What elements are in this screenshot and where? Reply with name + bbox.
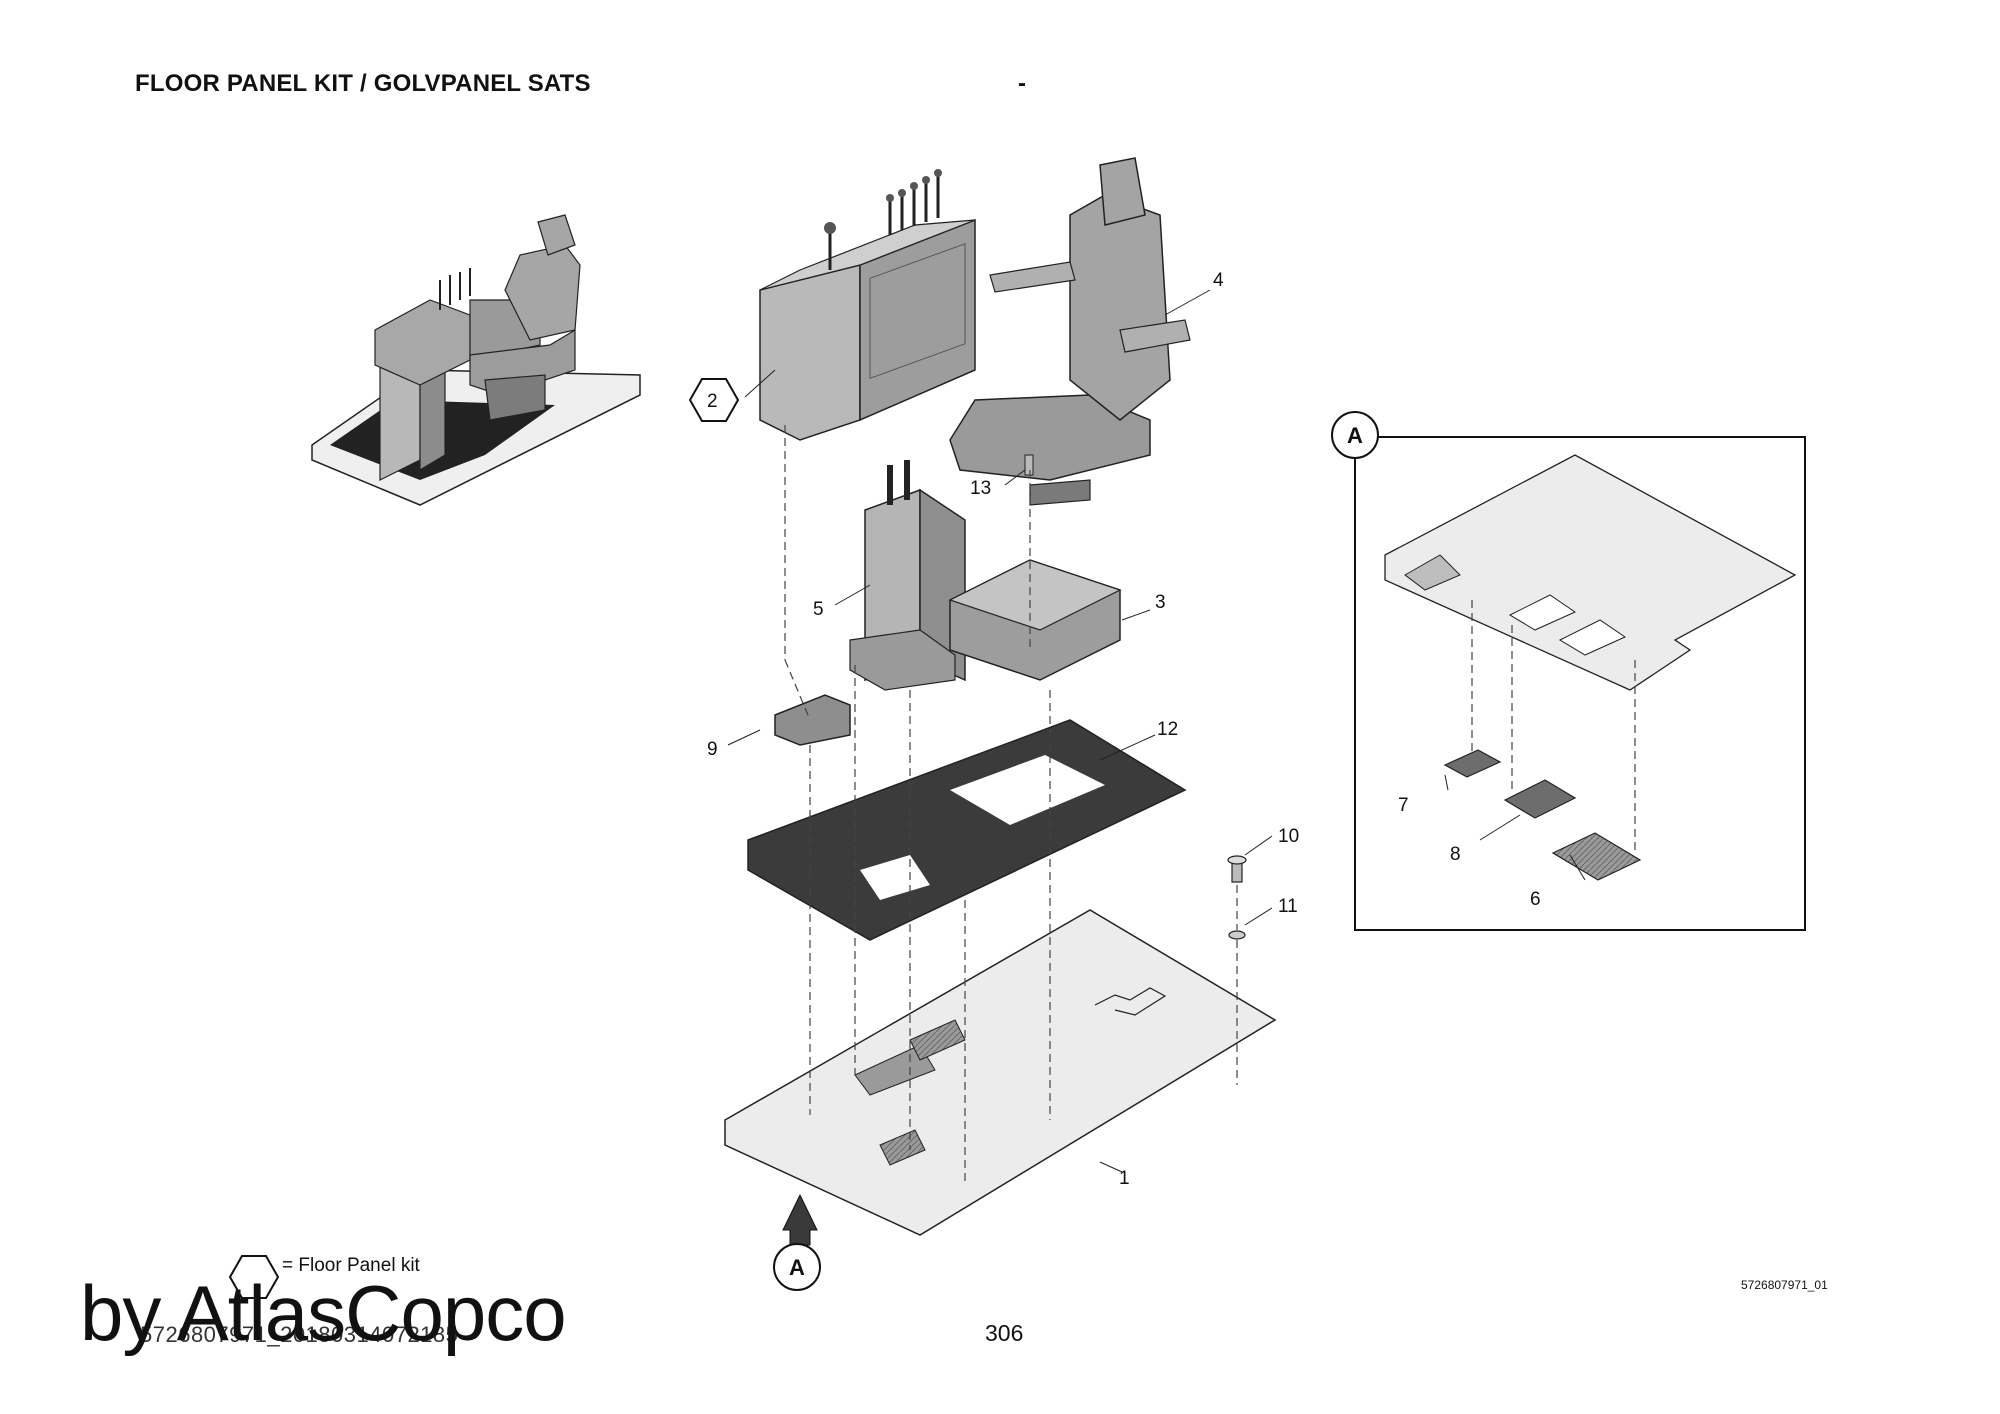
detail-a-circle xyxy=(1331,411,1379,459)
callout-5: 5 xyxy=(813,599,824,620)
view-direction-arrow xyxy=(782,1193,818,1246)
assembled-overview xyxy=(311,214,641,506)
item-3-control-box xyxy=(948,559,1122,681)
watermark: by AtlasCopco xyxy=(80,1269,567,1357)
callout-2: 2 xyxy=(707,391,718,412)
item-4-seat xyxy=(949,157,1191,506)
drawing-id: 5726807971_01 xyxy=(1741,1278,1828,1292)
page-number: 306 xyxy=(985,1320,1024,1346)
callout-6: 6 xyxy=(1530,889,1541,910)
callout-9: 9 xyxy=(707,739,718,760)
legend-text: = Floor Panel kit xyxy=(282,1255,420,1276)
item-2-lever-console xyxy=(759,169,976,441)
detail-a-box xyxy=(1354,436,1806,931)
callout-4: 4 xyxy=(1213,270,1224,291)
callout-1: 1 xyxy=(1119,1168,1130,1189)
callout-3: 3 xyxy=(1155,592,1166,613)
document-reference: 5726807971_20180314072185 xyxy=(140,1322,459,1347)
legend-hexagon-icon xyxy=(228,1255,280,1299)
callout-12: 12 xyxy=(1157,719,1178,740)
detail-a-label: A xyxy=(1347,423,1363,448)
callout-13: 13 xyxy=(970,478,991,499)
callout-11: 11 xyxy=(1278,896,1298,917)
assembly-lines xyxy=(784,425,1238,1185)
page-title: FLOOR PANEL KIT / GOLVPANEL SATS xyxy=(135,70,591,97)
item-1-floor-plate xyxy=(724,909,1277,1236)
callout-10: 10 xyxy=(1278,826,1299,847)
fasteners xyxy=(1024,454,1247,940)
item-12-floor-mat xyxy=(747,719,1187,941)
leader-lines xyxy=(727,289,1586,1173)
callout-8: 8 xyxy=(1450,844,1461,865)
callout-7: 7 xyxy=(1398,795,1409,816)
kit-hexagon-marker xyxy=(688,378,740,422)
item-5-joystick-pedestal xyxy=(849,460,966,691)
view-a-label: A xyxy=(789,1255,805,1280)
title-separator: - xyxy=(1018,70,1026,97)
view-a-circle xyxy=(773,1243,821,1291)
item-9-bracket xyxy=(774,694,851,746)
